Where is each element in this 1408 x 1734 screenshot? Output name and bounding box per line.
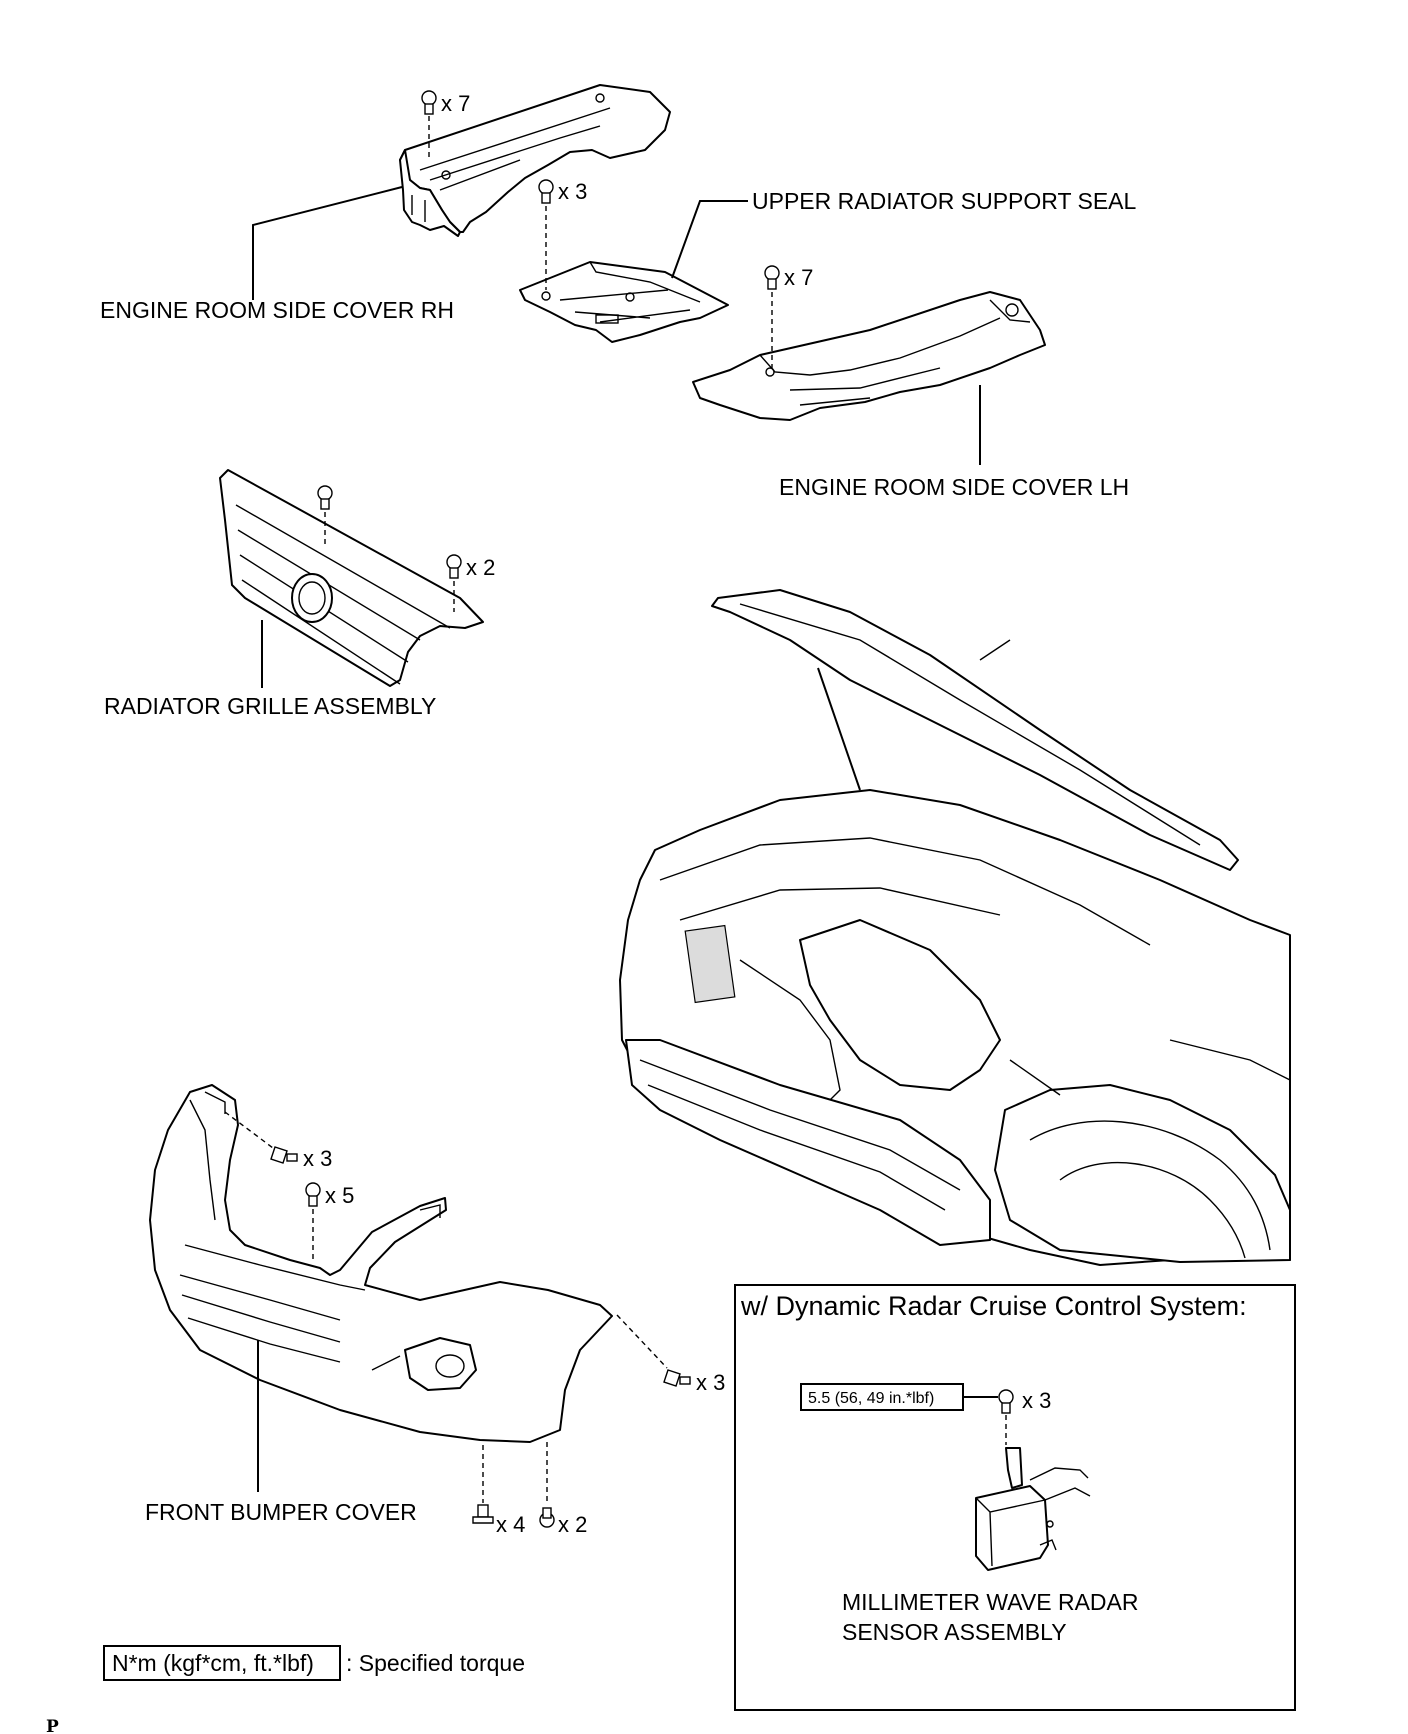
label-engine-room-side-cover-lh: ENGINE ROOM SIDE COVER LH [779, 474, 1129, 500]
radar-inset-frame [734, 1284, 1296, 1711]
radar-inset-title: w/ Dynamic Radar Cruise Control System: [740, 1291, 1247, 1321]
rh-cover-clip-qty: x 7 [441, 91, 470, 116]
seal-clip-icon [538, 179, 554, 204]
millimeter-wave-radar-sensor [975, 1447, 1091, 1571]
radar-bolt-qty: x 3 [1022, 1388, 1051, 1413]
lh-cover-clip-qty: x 7 [784, 265, 813, 290]
bumper-bottom-bolt-icon [472, 1504, 494, 1524]
grille-center-clip-icon [317, 485, 333, 510]
vehicle-front-illustration [619, 589, 1291, 1266]
bumper-top-clip-qty: x 5 [325, 1183, 354, 1208]
bumper-side-screw-icon [270, 1146, 298, 1164]
bumper-top-clip-icon [305, 1182, 321, 1207]
label-radar-sensor-line1: MILLIMETER WAVE RADAR [842, 1589, 1138, 1615]
engine-room-side-cover-lh [692, 291, 1046, 421]
bumper-side-screw-qty: x 3 [303, 1146, 332, 1171]
upper-radiator-support-seal [519, 261, 729, 343]
bumper-right-screw-qty: x 3 [696, 1370, 725, 1395]
corner-mark: P [46, 1717, 59, 1734]
radiator-grille-assembly [219, 469, 484, 687]
torque-spec-value: 5.5 (56, 49 in.*lbf) [808, 1390, 934, 1407]
bumper-bottom-clip-icon [539, 1507, 555, 1528]
lh-cover-clip-icon [764, 265, 780, 290]
label-radiator-grille-assembly: RADIATOR GRILLE ASSEMBLY [104, 693, 436, 719]
label-upper-radiator-support-seal: UPPER RADIATOR SUPPORT SEAL [752, 188, 1137, 214]
bumper-bottom-bolt-qty: x 4 [496, 1512, 525, 1537]
label-front-bumper-cover: FRONT BUMPER COVER [145, 1499, 417, 1525]
legend-torque-box [103, 1645, 341, 1681]
label-radar-sensor-line2: SENSOR ASSEMBLY [842, 1619, 1067, 1645]
bumper-right-screw-icon [663, 1369, 691, 1387]
bumper-bottom-clip-qty: x 2 [558, 1512, 587, 1537]
grille-side-clip-icon [446, 554, 462, 579]
seal-clip-qty: x 3 [558, 179, 587, 204]
grille-clip-qty: x 2 [466, 555, 495, 580]
label-engine-room-side-cover-rh: ENGINE ROOM SIDE COVER RH [100, 297, 454, 323]
rh-cover-clip-icon [421, 90, 437, 115]
front-bumper-cover [149, 1084, 613, 1443]
legend-description: : Specified torque [346, 1650, 525, 1676]
radar-bolt-icon [998, 1389, 1014, 1414]
legend-torque-units: N*m (kgf*cm, ft.*lbf) [112, 1650, 314, 1676]
engine-room-side-cover-rh [399, 84, 671, 237]
